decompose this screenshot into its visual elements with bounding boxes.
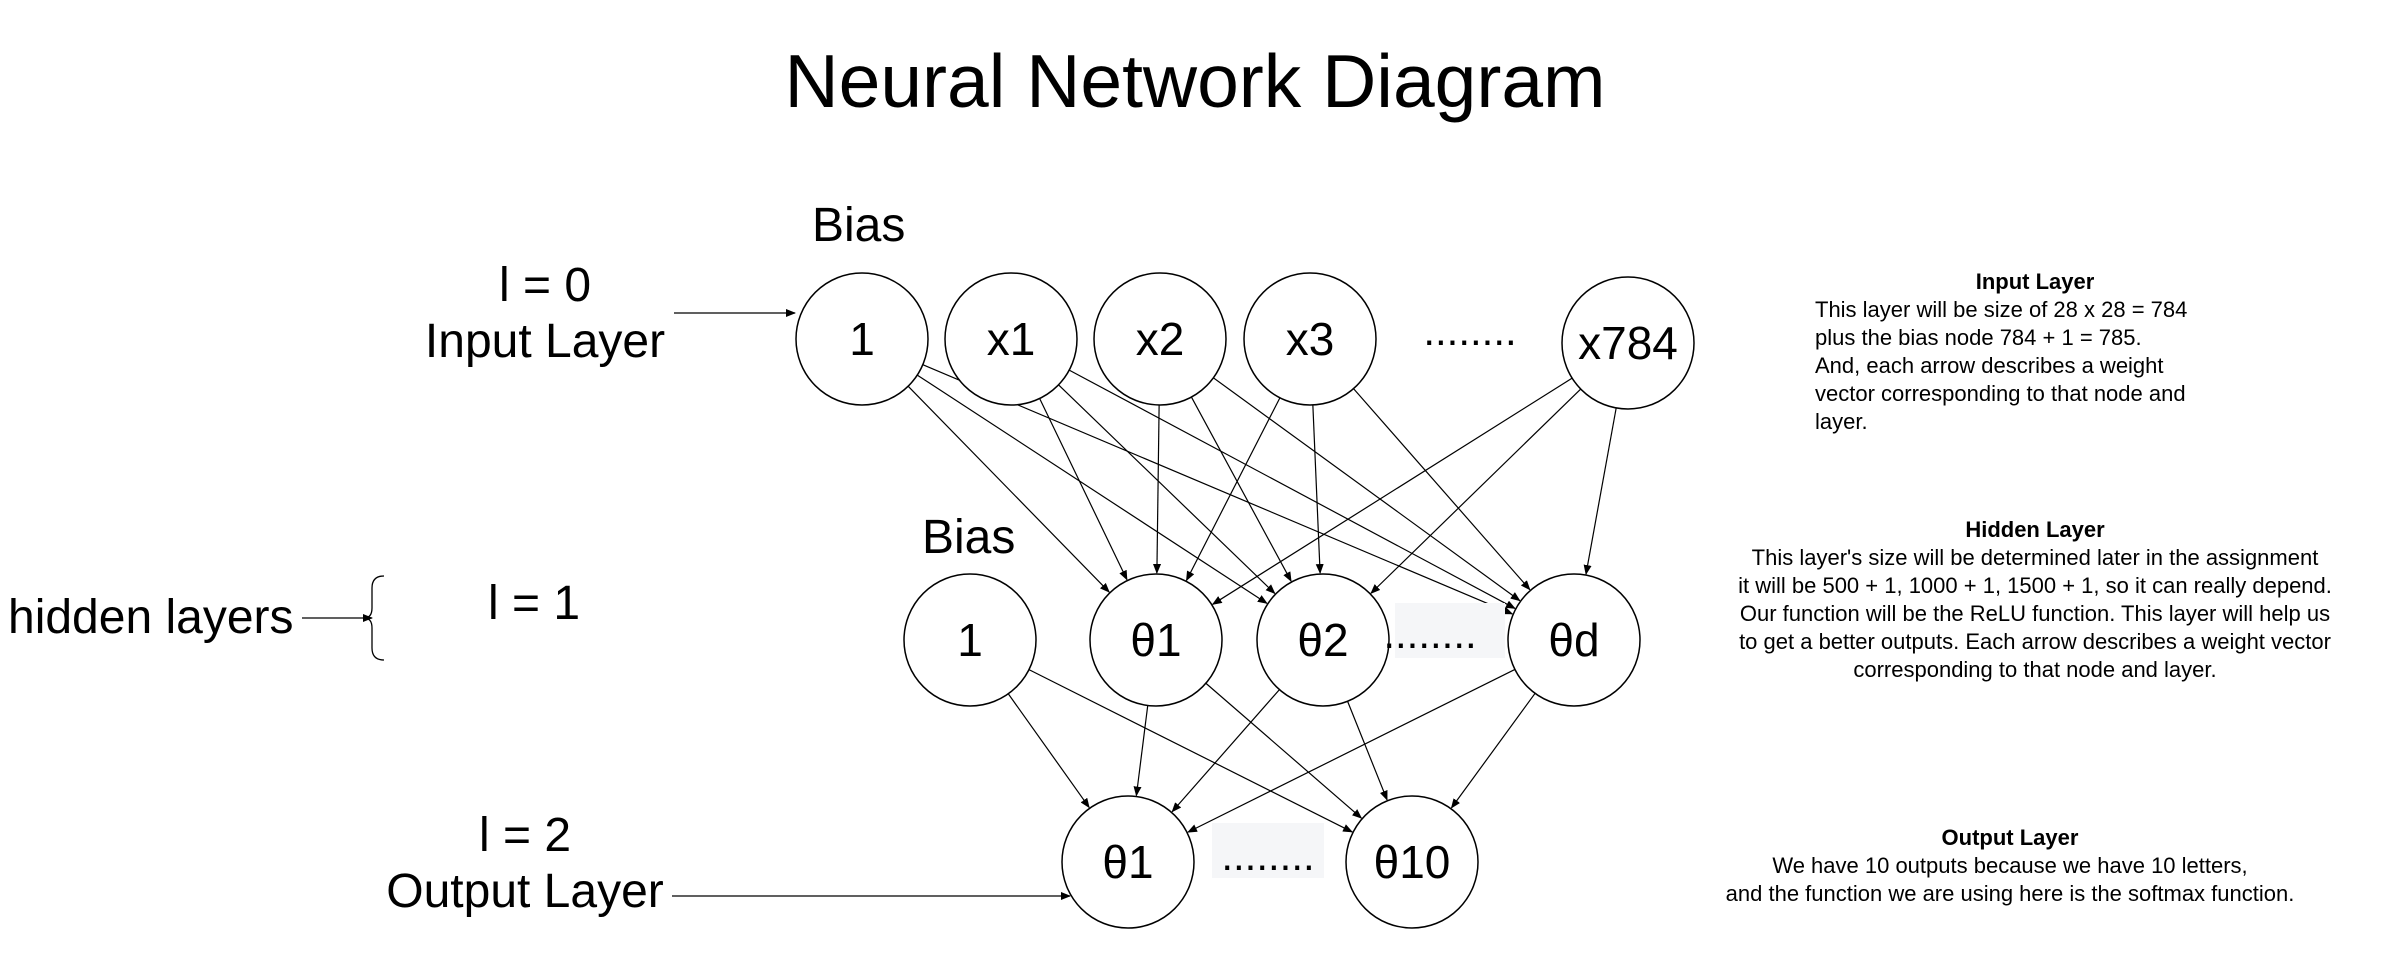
weight-edge [1171,689,1280,813]
ellipsis-bg [1212,823,1324,878]
hidden-layer-note: Hidden Layer This layer's size will be d… [1690,516,2380,684]
hidden-layers-brace [363,575,385,661]
ellipsis-marker: ........ [1221,832,1314,879]
output-node-circle [1345,795,1479,929]
hidden-node-label: θd [1548,614,1599,666]
weight-edge [1450,692,1536,809]
output-layer-index: l = 2 [478,809,572,862]
hidden-node-label: θ2 [1297,614,1348,666]
hidden-note-heading: Hidden Layer [1965,517,2105,542]
output-node-label: θ1 [1102,836,1153,888]
input-layer-label: l = 0 Input Layer [410,258,680,370]
output-note-line: We have 10 outputs because we have 10 le… [1772,853,2248,878]
weight-edge [1583,407,1617,576]
weight-edge [1353,388,1531,591]
output-layer-name: Output Layer [386,865,664,918]
weight-edge [1028,669,1354,833]
input-node-label: x3 [1286,313,1335,365]
hidden-bias-label: Bias [922,511,1016,564]
input-layer-name: Input Layer [424,315,666,368]
input-node-label: x2 [1136,313,1185,365]
weight-edge [1133,705,1149,797]
hidden-layers-group-label: hidden layers [8,591,294,644]
weight-edge [1039,398,1128,581]
input-node-circle [944,272,1078,406]
hidden-node-circle [1256,573,1390,707]
ellipsis-marker: ........ [1423,307,1516,354]
input-note-heading: Input Layer [1975,269,2095,294]
weight-edge [1347,701,1388,801]
input-node-circle [795,272,929,406]
input-node-label: x1 [987,313,1036,365]
weight-edges [907,364,1617,833]
weight-edge [1211,377,1573,605]
input-note-line: plus the bias node 784 + 1 = 785. [1815,325,2142,350]
output-node-circle [1061,795,1195,929]
weight-edge [1190,396,1292,582]
input-node-circle [1561,276,1695,410]
network-nodes: 1 x1 x2 x3 x784 1 θ1 θ2 θd θ1 θ10 [795,272,1695,929]
input-node-label: 1 [849,313,875,365]
diagram-title: Neural Network Diagram [784,39,1606,123]
weight-edge [1312,404,1324,575]
hidden-note-line: Our function will be the ReLU function. … [1739,601,2331,626]
ellipsis-marker: ........ [1383,610,1476,657]
hidden-note-line: corresponding to that node and layer. [1853,657,2217,682]
weight-edge [1187,668,1516,833]
weight-edge [1068,369,1516,609]
hidden-node-circle [1507,573,1641,707]
output-node-label: θ10 [1374,836,1451,888]
weight-edge [1213,377,1521,602]
weight-edge [1185,397,1281,582]
weight-edge [1370,388,1582,594]
hidden-node-label: 1 [957,614,983,666]
output-note-line: and the function we are using here is th… [1725,881,2295,906]
input-bias-label: Bias [812,199,906,252]
input-note-line: layer. [1815,409,1868,434]
layer-pointers [302,309,1071,900]
hidden-node-label: θ1 [1130,614,1181,666]
input-node-circle [1243,272,1377,406]
ellipsis-markers: ........................ [1212,307,1517,879]
input-note-line: This layer will be size of 28 x 28 = 784 [1815,297,2188,322]
weight-edge [907,385,1110,593]
output-layer-label: l = 2 Output Layer [380,808,670,920]
input-layer-index: l = 0 [498,259,592,312]
output-layer-note: Output Layer We have 10 outputs because … [1680,824,2340,908]
hidden-node-circle [1089,573,1223,707]
input-note-line: And, each arrow describes a weight [1815,353,2164,378]
weight-edge [1058,384,1276,595]
ellipsis-bg [1395,603,1505,658]
input-node-circle [1093,272,1227,406]
input-layer-note: Input Layer This layer will be size of 2… [1815,268,2255,436]
weight-edge [1007,693,1090,809]
weight-edge [916,374,1268,604]
hidden-note-line: it will be 500 + 1, 1000 + 1, 1500 + 1, … [1738,573,2332,598]
hidden-node-circle [903,573,1037,707]
weight-edge [1205,682,1363,819]
hidden-note-line: This layer's size will be determined lat… [1751,545,2319,570]
hidden-layer-index: l = 1 [488,577,581,630]
input-node-label: x784 [1578,317,1678,369]
input-note-line: vector corresponding to that node and [1815,381,2186,406]
weight-edge [1153,404,1162,575]
hidden-note-line: to get a better outputs. Each arrow desc… [1739,629,2331,654]
output-note-heading: Output Layer [1941,825,2079,850]
weight-edge [922,364,1514,615]
